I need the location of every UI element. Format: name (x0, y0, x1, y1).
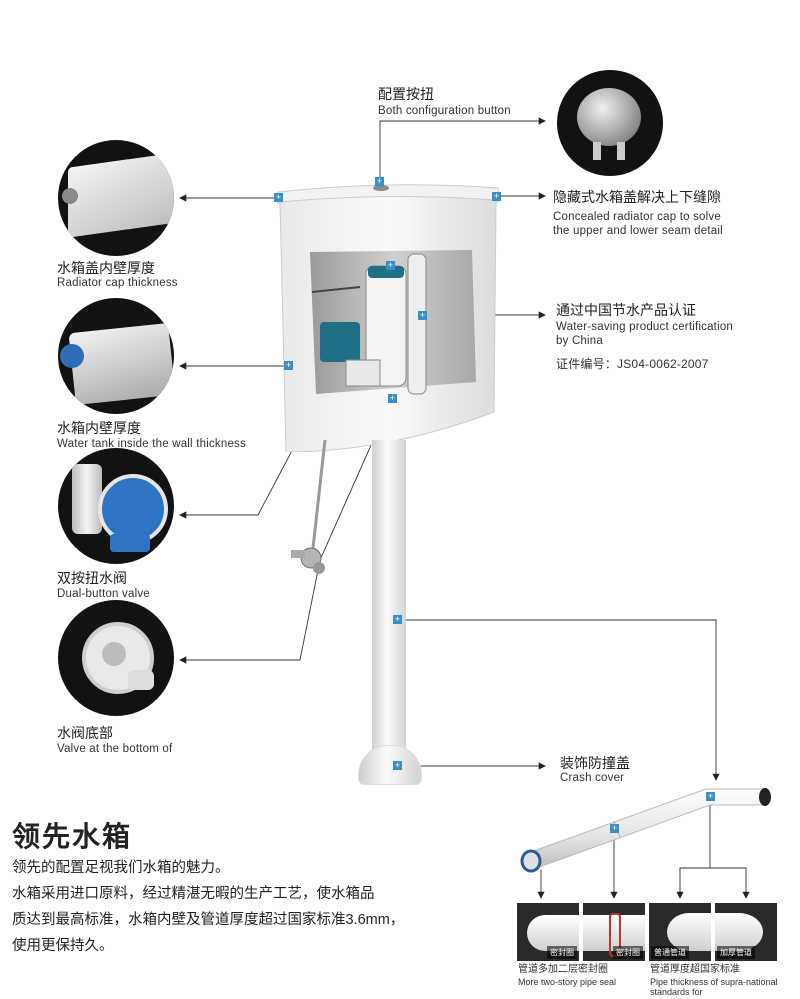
feature-line-3: 质达到最高标准，水箱内壁及管道厚度超过国家标准3.6mm， (12, 912, 405, 928)
feature-line-1: 领先的配置足视我们水箱的魅力。 (12, 860, 230, 876)
line-button (379, 117, 546, 180)
label-crash-cover-zh: 装饰防撞盖 (560, 755, 630, 771)
photo-seal-2: 密封圈 (583, 903, 645, 961)
caption-right-en2: standards for (650, 987, 703, 997)
label-dual-valve-zh: 双按扭水阀 (57, 570, 127, 586)
label-radiator-cap-en2: the upper and lower seam detail (553, 225, 723, 237)
line-valve-bottom (179, 397, 393, 664)
feature-title: 领先水箱 (12, 821, 133, 852)
photo-label: 密封圈 (613, 946, 643, 959)
label-cert-zh: 通过中国节水产品认证 (556, 302, 696, 318)
detail-wall-thickness (58, 298, 174, 414)
plus-marker-icon: + (418, 310, 427, 320)
photo-label: 加厚管道 (717, 946, 755, 959)
label-valve-bottom-zh: 水阀底部 (57, 725, 113, 741)
label-crash-cover-en: Crash cover (560, 772, 625, 784)
plus-marker-icon: + (706, 791, 715, 801)
feature-line-4: 使用更保持久。 (12, 938, 114, 954)
detail-valve-bottom (58, 600, 174, 716)
caption-right-zh: 管道厚度超国家标准 (650, 964, 740, 975)
drain-pipe (372, 440, 406, 750)
photo-label: 普通管道 (651, 946, 689, 959)
photo-seal-1: 密封圈 (517, 903, 579, 961)
water-tank (276, 182, 500, 453)
plus-marker-icon: + (610, 823, 619, 833)
line-pipe (398, 619, 720, 781)
label-button-en: Both configuration button (378, 105, 511, 117)
label-wall-thickness-en: Water tank inside the wall thickness (57, 438, 246, 450)
label-cert-en1: Water-saving product certification (556, 321, 734, 333)
caption-right-en1: Pipe thickness of supra-national (650, 977, 778, 987)
pipe-illustration (520, 788, 771, 873)
plus-marker-icon: + (274, 192, 283, 202)
plus-marker-icon: + (492, 191, 501, 201)
detail-button (557, 70, 663, 176)
plus-marker-icon: + (386, 260, 395, 270)
detail-cap-thickness (58, 140, 174, 256)
label-cert-en2: by China (556, 335, 603, 347)
photo-label: 密封圈 (547, 946, 577, 959)
photo-normal-pipe: 普通管道 (649, 903, 711, 961)
label-wall-thickness-zh: 水箱内壁厚度 (57, 420, 141, 436)
label-radiator-cap-zh: 隐藏式水箱盖解决上下缝隙 (553, 189, 721, 205)
label-cap-thickness-en: Radiator cap thickness (57, 277, 178, 289)
label-valve-bottom-en: Valve at the bottom of (57, 743, 173, 755)
label-cert-number: 证件编号：JS04-0062-2007 (556, 357, 709, 371)
plus-marker-icon: + (393, 614, 402, 624)
plus-marker-icon: + (375, 176, 384, 186)
tank-shape (277, 184, 499, 453)
photo-thick-pipe: 加厚管道 (715, 903, 777, 961)
plus-marker-icon: + (388, 393, 397, 403)
feature-line-2: 水箱采用进口原料，经过精湛无暇的生产工艺，使水箱品 (12, 886, 375, 902)
caption-left-en: More two-story pipe seal (518, 977, 617, 987)
plus-marker-icon: + (393, 760, 402, 770)
label-dual-valve-en: Dual-button valve (57, 588, 150, 600)
caption-left-zh: 管道多加二层密封圈 (518, 964, 608, 975)
label-button-zh: 配置按扭 (378, 86, 434, 102)
crash-cover-base (358, 745, 422, 785)
inlet-valve (291, 440, 327, 574)
label-cap-thickness-zh: 水箱盖内壁厚度 (57, 260, 155, 276)
label-radiator-cap-en1: Concealed radiator cap to solve (553, 211, 721, 223)
plus-marker-icon: + (284, 360, 293, 370)
detail-dual-valve (58, 448, 174, 564)
